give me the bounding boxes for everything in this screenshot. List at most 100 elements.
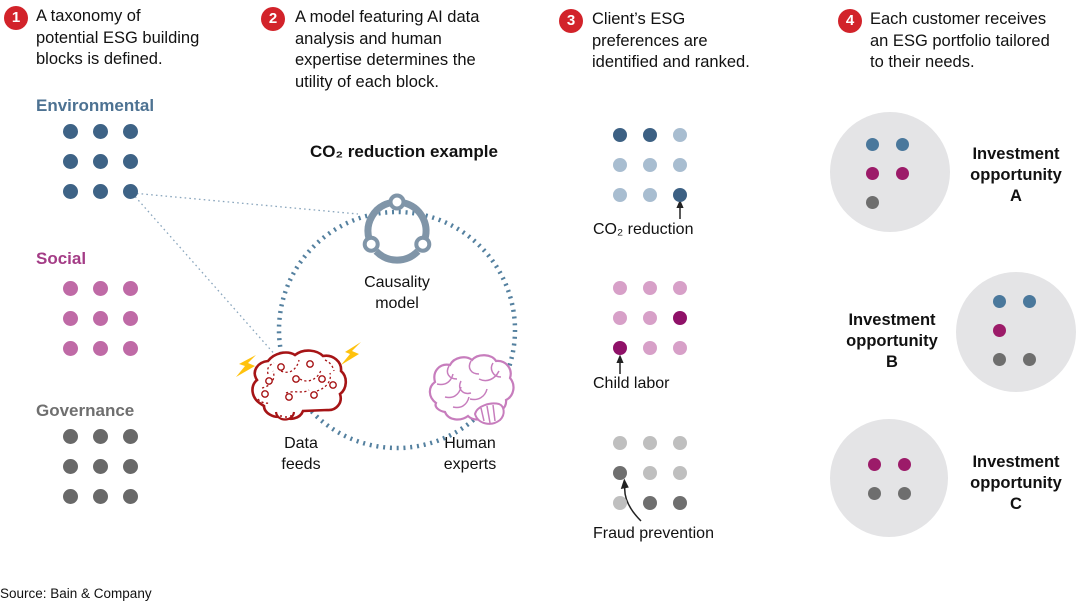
esg-block-dot <box>896 167 909 180</box>
esg-block-dot <box>673 311 687 325</box>
step-2-badge: 2 <box>261 7 285 31</box>
esg-block-dot <box>898 487 911 500</box>
esg-block-dot <box>613 496 627 510</box>
data-feeds-brain-icon <box>251 349 348 421</box>
esg-block-dot <box>673 128 687 142</box>
esg-block-dot <box>123 459 138 474</box>
causality-cycle-icon <box>362 193 432 264</box>
esg-block-dot <box>993 353 1006 366</box>
esg-block-dot <box>123 489 138 504</box>
esg-block-dot <box>613 128 627 142</box>
lightning-icon <box>236 355 256 377</box>
esg-block-dot <box>896 138 909 151</box>
step-3-text: Client’s ESG preferences are identified … <box>592 10 750 71</box>
esg-block-dot <box>866 138 879 151</box>
source-attribution: Source: Bain & Company <box>0 586 152 601</box>
esg-block-dot <box>93 184 108 199</box>
social-heading: Social <box>36 249 87 268</box>
environmental-dot-grid <box>63 124 138 199</box>
esg-block-dot <box>63 429 78 444</box>
esg-block-dot <box>613 311 627 325</box>
esg-block-dot <box>673 281 687 295</box>
environmental-heading: Environmental <box>36 96 155 115</box>
child-labor-callout: Child labor <box>593 375 670 392</box>
child-labor-callout-arrow <box>616 354 624 374</box>
esg-block-dot <box>643 158 657 172</box>
esg-block-dot <box>613 188 627 202</box>
esg-block-dot <box>63 489 78 504</box>
esg-block-dot <box>1023 295 1036 308</box>
esg-block-dot <box>93 124 108 139</box>
esg-block-dot <box>866 196 879 209</box>
esg-block-dot <box>673 466 687 480</box>
esg-block-dot <box>898 458 911 471</box>
esg-block-dot <box>643 188 657 202</box>
esg-block-dot <box>673 496 687 510</box>
esg-block-dot <box>93 489 108 504</box>
portfolio-circle-c <box>830 419 948 537</box>
esg-block-dot <box>123 281 138 296</box>
esg-block-dot <box>93 459 108 474</box>
governance-dot-grid <box>63 429 138 504</box>
esg-block-dot <box>643 128 657 142</box>
esg-block-dot <box>63 341 78 356</box>
esg-block-dot <box>643 466 657 480</box>
esg-block-dot <box>93 154 108 169</box>
esg-block-dot <box>93 281 108 296</box>
esg-block-dot <box>866 167 879 180</box>
fraud-prevention-callout: Fraud prevention <box>593 525 714 542</box>
esg-block-dot <box>673 188 687 202</box>
portfolio-circle-b <box>956 272 1076 392</box>
esg-block-dot <box>93 341 108 356</box>
step-1-badge: 1 <box>4 6 28 30</box>
esg-block-dot <box>123 154 138 169</box>
esg-block-dot <box>993 295 1006 308</box>
investment-opportunity-b-label: Investment opportunity B <box>846 311 938 371</box>
co2-reduction-callout: CO₂ reduction <box>593 221 694 238</box>
portfolio-a-dot-grid <box>866 138 909 209</box>
portfolio-b-dot-grid <box>993 295 1036 366</box>
step-1-text: A taxonomy of potential ESG building blo… <box>36 7 200 68</box>
esg-block-dot <box>123 341 138 356</box>
taxonomy-connector-lines <box>131 192 359 358</box>
esg-block-dot <box>63 184 78 199</box>
co2-example-title: CO₂ reduction example <box>310 142 498 161</box>
esg-block-dot <box>993 324 1006 337</box>
esg-block-dot <box>643 436 657 450</box>
esg-block-dot <box>613 466 627 480</box>
step-4-badge: 4 <box>838 9 862 33</box>
esg-block-dot <box>613 341 627 355</box>
co2-callout-arrow <box>676 199 684 219</box>
esg-block-dot <box>673 436 687 450</box>
esg-block-dot <box>643 496 657 510</box>
portfolio-c-dot-grid <box>868 458 911 500</box>
model-cycle-dotted-circle <box>276 209 518 451</box>
esg-block-dot <box>613 281 627 295</box>
governance-heading: Governance <box>36 401 135 420</box>
esg-block-dot <box>63 281 78 296</box>
environmental-preference-grid <box>613 128 687 202</box>
esg-block-dot <box>673 158 687 172</box>
esg-block-dot <box>123 184 138 199</box>
human-experts-brain-icon <box>428 354 515 425</box>
esg-block-dot <box>613 158 627 172</box>
esg-block-dot <box>643 311 657 325</box>
step-4-text: Each customer receives an ESG portfolio … <box>870 10 1050 71</box>
esg-block-dot <box>613 436 627 450</box>
step-2-text: A model featuring AI data analysis and h… <box>295 8 480 91</box>
fraud-prevention-callout-arrow <box>620 478 642 522</box>
esg-block-dot <box>643 281 657 295</box>
social-dot-grid <box>63 281 138 356</box>
esg-block-dot <box>63 124 78 139</box>
data-feeds-label: Data feeds <box>281 435 321 473</box>
causality-model-label: Causality model <box>364 274 430 312</box>
esg-block-dot <box>93 311 108 326</box>
portfolio-circle-a <box>830 112 950 232</box>
governance-preference-grid <box>613 436 687 510</box>
esg-block-dot <box>63 311 78 326</box>
step-3-badge: 3 <box>559 9 583 33</box>
human-experts-label: Human experts <box>443 435 497 473</box>
esg-block-dot <box>63 459 78 474</box>
